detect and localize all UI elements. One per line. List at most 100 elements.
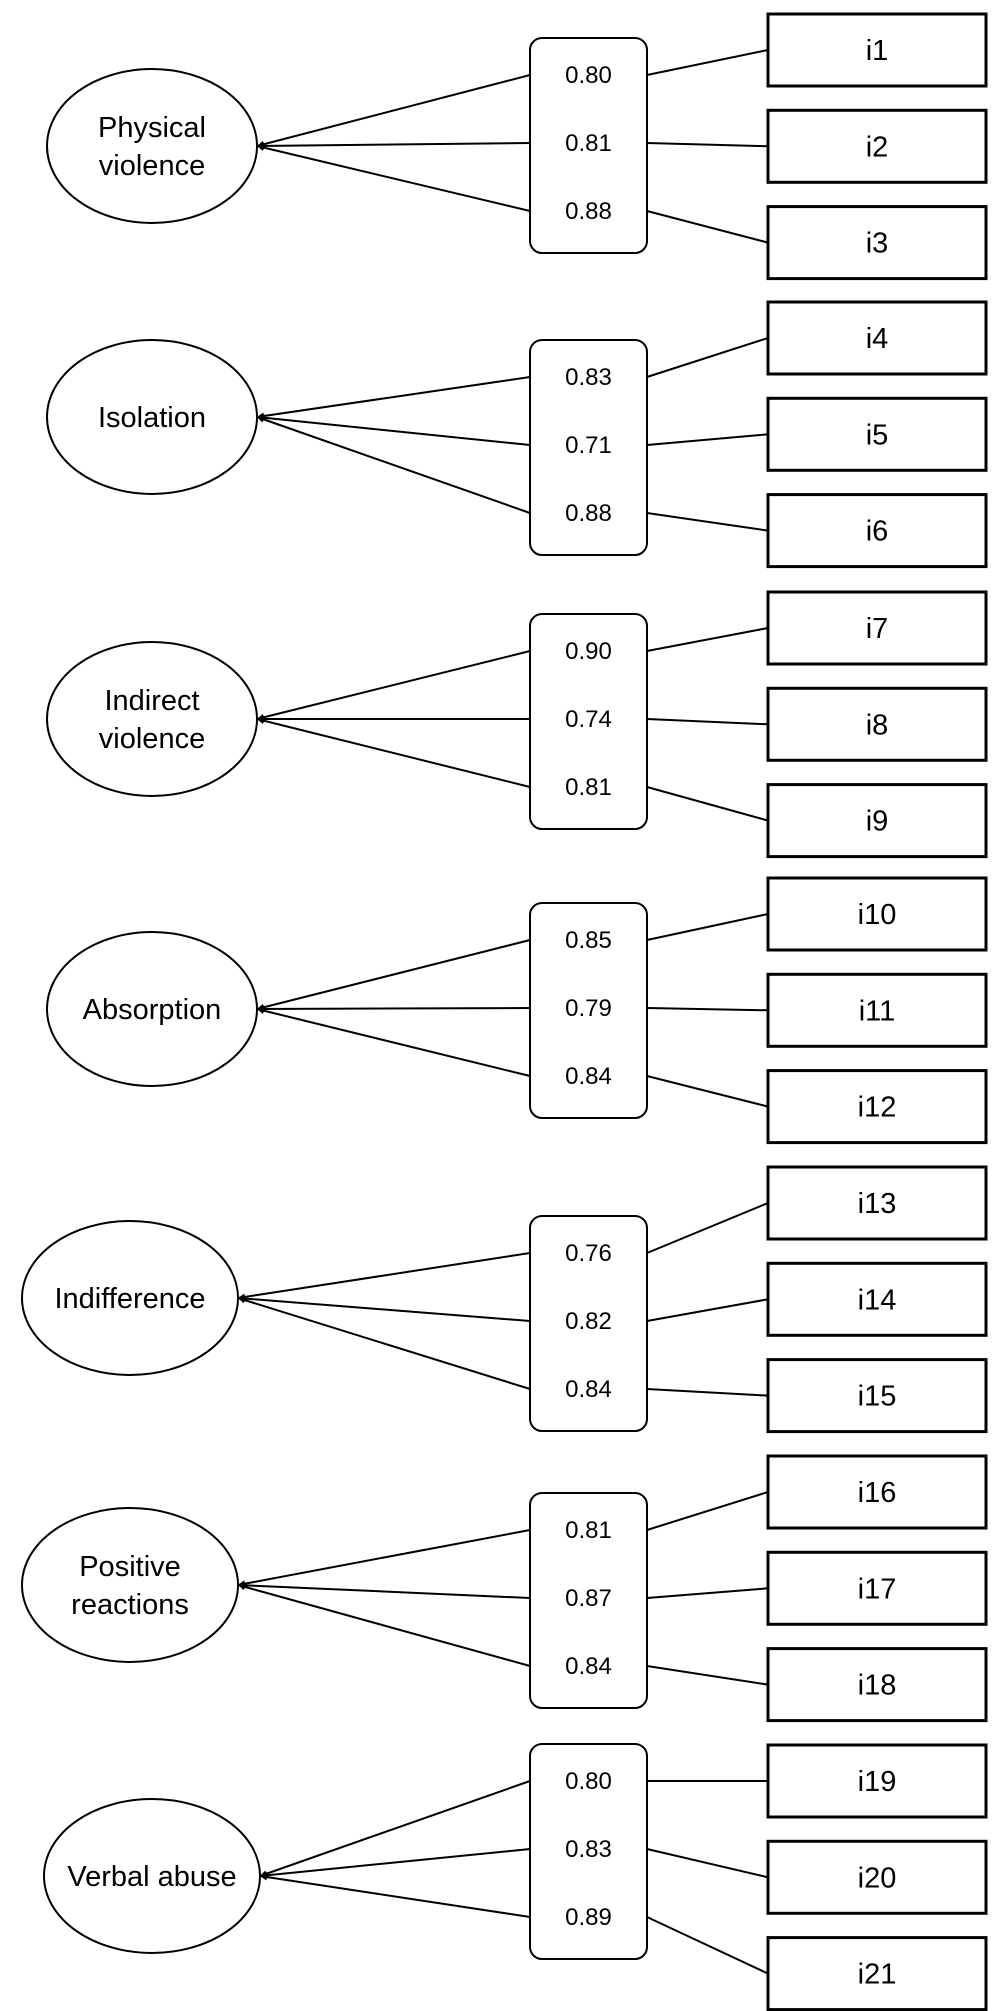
loading-arrow bbox=[256, 939, 531, 1011]
item-label: i14 bbox=[858, 1284, 897, 1316]
factor-label: Absorption bbox=[83, 994, 222, 1026]
loading-arrow bbox=[256, 142, 531, 150]
loading-value: 0.80 bbox=[565, 62, 612, 89]
item-box bbox=[766, 300, 988, 376]
item-label: i7 bbox=[866, 613, 889, 645]
loading-box bbox=[529, 902, 648, 1119]
loading-value: 0.88 bbox=[565, 198, 612, 225]
factor-ellipse bbox=[43, 1798, 261, 1954]
loading-value: 0.81 bbox=[565, 774, 612, 801]
loading-arrow bbox=[259, 1873, 531, 1918]
item-connector bbox=[646, 786, 769, 822]
loading-arrow bbox=[259, 1780, 531, 1877]
item-label: i8 bbox=[866, 709, 889, 741]
item-connector bbox=[646, 1075, 769, 1108]
item-connector bbox=[646, 1848, 769, 1879]
loading-arrow bbox=[256, 1005, 531, 1013]
loading-box bbox=[529, 613, 648, 830]
item-label: i5 bbox=[866, 419, 889, 451]
item-label: i6 bbox=[866, 516, 889, 548]
loading-arrow bbox=[256, 1007, 531, 1077]
item-connector bbox=[646, 627, 769, 652]
loading-value: 0.79 bbox=[565, 995, 612, 1022]
loading-value: 0.84 bbox=[565, 1376, 612, 1403]
loading-arrow bbox=[237, 1529, 531, 1588]
loading-arrow bbox=[237, 1581, 531, 1599]
loading-arrow bbox=[237, 1583, 531, 1667]
item-box bbox=[766, 493, 988, 569]
loading-arrow bbox=[259, 1848, 531, 1879]
item-box bbox=[766, 1647, 988, 1723]
item-connector bbox=[646, 718, 769, 726]
item-connector bbox=[646, 1665, 769, 1686]
factor-label: Verbal abuse bbox=[67, 1861, 236, 1893]
item-connector bbox=[646, 433, 769, 446]
item-box bbox=[766, 108, 988, 184]
loading-arrow bbox=[256, 414, 531, 446]
loading-arrow bbox=[256, 74, 531, 148]
item-connector bbox=[646, 1587, 769, 1599]
loading-value: 0.80 bbox=[565, 1768, 612, 1795]
loading-value: 0.84 bbox=[565, 1653, 612, 1680]
item-box bbox=[766, 1743, 988, 1819]
item-connector bbox=[646, 1007, 769, 1012]
factor-ellipse bbox=[21, 1220, 239, 1376]
item-box bbox=[766, 686, 988, 762]
item-box bbox=[766, 1069, 988, 1145]
factor-ellipse bbox=[46, 68, 258, 224]
loading-value: 0.90 bbox=[565, 638, 612, 665]
item-label: i18 bbox=[858, 1670, 897, 1702]
item-box bbox=[766, 205, 988, 281]
item-label: i11 bbox=[859, 995, 896, 1027]
item-connector bbox=[646, 1388, 769, 1397]
loading-arrow bbox=[256, 717, 531, 788]
loading-value: 0.81 bbox=[565, 130, 612, 157]
item-label: i21 bbox=[858, 1959, 897, 1991]
item-label: i3 bbox=[866, 228, 889, 260]
item-label: i15 bbox=[858, 1381, 897, 1413]
item-box bbox=[766, 876, 988, 952]
item-connector bbox=[646, 1916, 769, 1975]
item-box bbox=[766, 1839, 988, 1915]
factor-label: Physical bbox=[98, 112, 206, 144]
item-box bbox=[766, 1358, 988, 1434]
item-box bbox=[766, 972, 988, 1048]
factor-label: Indirect bbox=[104, 685, 199, 717]
loading-value: 0.87 bbox=[565, 1585, 612, 1612]
factor-label: Indifference bbox=[54, 1283, 205, 1315]
item-label: i19 bbox=[858, 1766, 897, 1798]
loading-value: 0.74 bbox=[565, 706, 612, 733]
factor-ellipse bbox=[46, 641, 258, 797]
item-label: i17 bbox=[858, 1573, 897, 1605]
item-box bbox=[766, 1936, 988, 2011]
loading-arrow bbox=[256, 416, 531, 514]
loading-value: 0.82 bbox=[565, 1308, 612, 1335]
item-connector bbox=[646, 1298, 769, 1322]
item-box bbox=[766, 1550, 988, 1626]
item-label: i16 bbox=[858, 1477, 897, 1509]
item-label: i1 bbox=[866, 35, 889, 67]
loading-box bbox=[529, 1215, 648, 1432]
factor-ellipse bbox=[46, 931, 258, 1087]
loading-arrow bbox=[256, 376, 531, 420]
item-label: i9 bbox=[866, 806, 889, 838]
factor-ellipse bbox=[21, 1507, 239, 1663]
item-label: i20 bbox=[858, 1862, 897, 1894]
factor-label: Isolation bbox=[98, 402, 206, 434]
loading-arrow bbox=[237, 1252, 531, 1301]
loading-value: 0.83 bbox=[565, 364, 612, 391]
item-box bbox=[766, 1165, 988, 1241]
loading-value: 0.83 bbox=[565, 1836, 612, 1863]
loading-value: 0.88 bbox=[565, 500, 612, 527]
item-label: i12 bbox=[858, 1092, 897, 1124]
item-connector bbox=[646, 337, 769, 378]
loading-value: 0.81 bbox=[565, 1517, 612, 1544]
item-label: i13 bbox=[858, 1188, 897, 1220]
